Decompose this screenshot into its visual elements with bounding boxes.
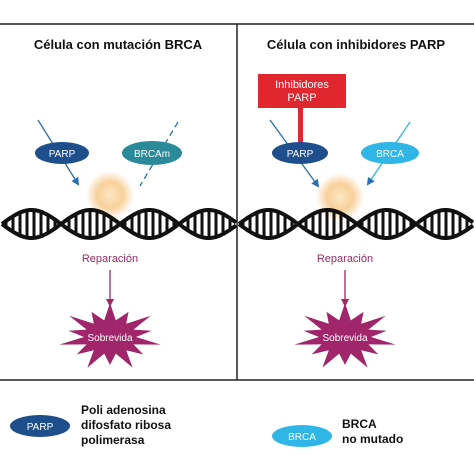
legend: PARP Poli adenosina difosfato ribosa pol… [10,403,403,447]
right-panel: Célula con inhibidores PARP Inhibidores … [237,37,474,368]
legend-brca-oval [272,425,332,447]
legend-parp-line3: polimerasa [81,433,145,447]
survival-label: Sobrevida [87,333,132,344]
frame [0,23,474,381]
survival-star [59,303,161,368]
inhibitor-bar [298,108,303,146]
legend-brca-line2: no mutado [342,432,403,446]
parp-oval-label: PARP [49,149,76,160]
survival-star-right [294,303,396,368]
left-panel-title: Célula con mutación BRCA [34,37,203,52]
legend-parp-line1: Poli adenosina [81,403,166,417]
brca-arrow-dashed [139,121,179,187]
brca-oval-right [361,142,419,164]
parp-oval-right-label: PARP [287,149,314,160]
repair-label: Reparación [82,253,138,265]
dna-strand [0,208,238,240]
parp-oval-right [272,142,328,164]
right-panel-title: Célula con inhibidores PARP [267,37,446,52]
brca-mutated-label: BRCAm [134,149,170,160]
dna-helix [0,208,238,240]
inhibitor-label-line2: PARP [287,92,316,104]
brca-mutated-oval [122,141,182,165]
legend-parp-oval-label: PARP [27,422,54,433]
repair-label-right: Reparación [317,253,373,265]
inhibitor-label-line1: Inhibidores [275,79,329,91]
survival-label-right: Sobrevida [322,333,367,344]
legend-parp-oval [10,415,70,437]
parp-inhibitor-box [258,74,346,108]
legend-brca-line1: BRCA [342,417,377,431]
legend-parp-line2: difosfato ribosa [81,418,171,432]
dna-damage-glow [86,171,134,219]
dna-helix-right [237,208,474,240]
legend-brca-oval-label: BRCA [288,432,316,443]
left-panel: Célula con mutación BRCA PARP BRCAm Repa… [0,37,238,368]
dna-strand [237,208,474,240]
parp-oval [35,142,89,164]
brca-oval-right-label: BRCA [376,149,404,160]
